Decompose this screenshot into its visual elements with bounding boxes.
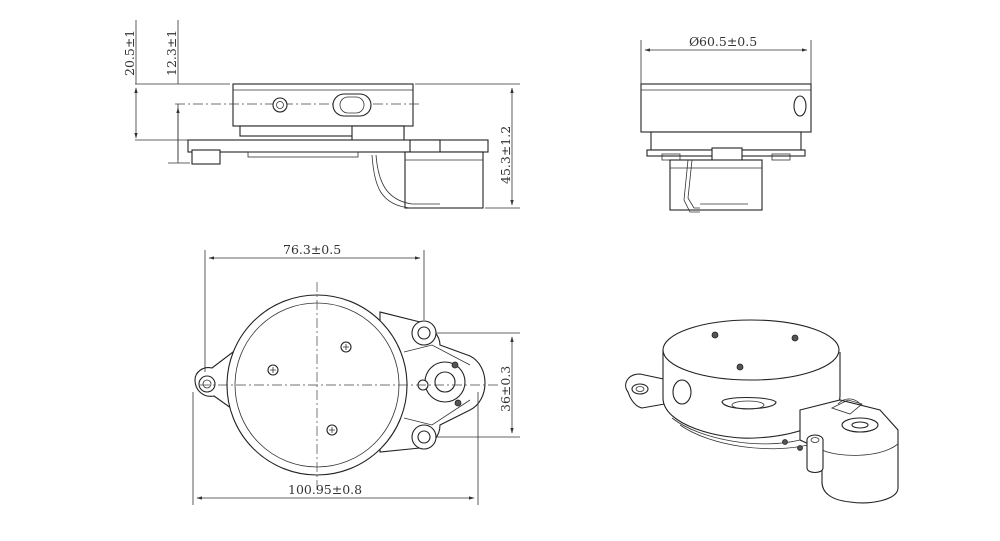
dim-height-overall: 45.3±1.2 (498, 126, 513, 184)
iso-rotor-top (662, 319, 840, 381)
top-view: 76.3±0.5 36±0.3 100.95±0.8 (192, 242, 520, 505)
dim-diameter-symbol: Ø (689, 34, 699, 49)
top-screws (267, 341, 352, 436)
isometric-view (625, 319, 899, 504)
side-motor (404, 151, 484, 209)
front-rotor-housing (640, 83, 812, 133)
side-view: 20.5±1 12.3±1 45.3±1.2 (122, 20, 520, 209)
front-view: Ø 60.5±0.5 (640, 34, 812, 213)
front-motor (669, 159, 763, 211)
front-window (793, 95, 807, 117)
side-rotor-housing (232, 83, 414, 127)
dim-overall-length: 100.95±0.8 (288, 482, 362, 497)
side-screw (272, 97, 288, 113)
side-base-plate (187, 139, 489, 153)
dim-width-mount: 76.3±0.5 (283, 242, 341, 257)
iso-side-window (672, 379, 692, 405)
dim-mount-spacing: 36±0.3 (498, 366, 513, 412)
dim-diameter: 60.5±0.5 (699, 34, 757, 49)
dim-height-total: 20.5±1 (122, 30, 137, 76)
dim-height-upper: 12.3±1 (164, 30, 179, 76)
